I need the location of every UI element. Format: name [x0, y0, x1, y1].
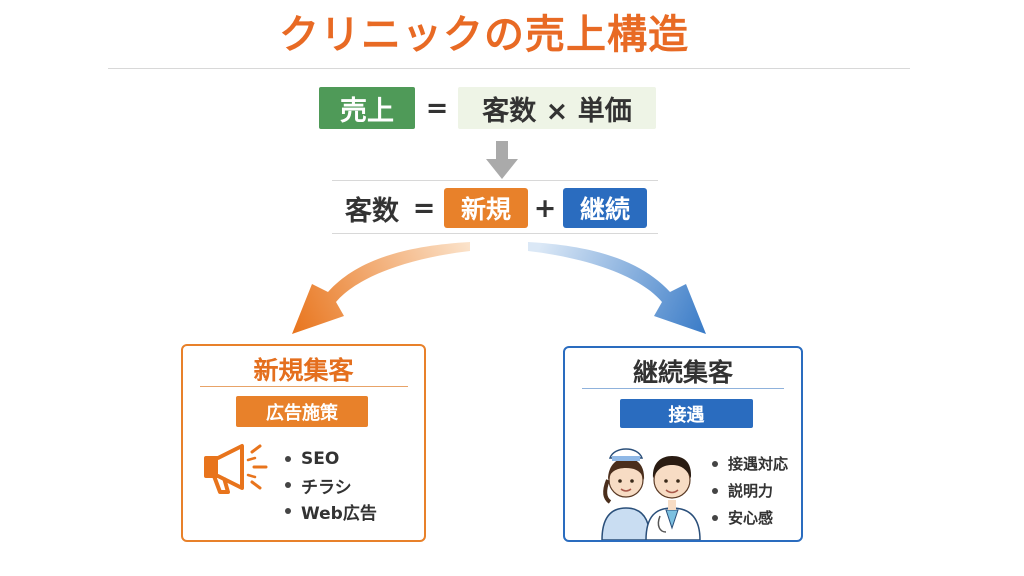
- orange-curved-arrow-icon: [292, 242, 470, 334]
- list-item: Web広告: [285, 498, 377, 524]
- hospitality-list: 接遇対応 説明力 安心感: [712, 450, 788, 531]
- bullet-icon: [712, 514, 718, 521]
- list-item: 接遇対応: [712, 450, 788, 477]
- title-divider: [108, 68, 910, 69]
- customers-times-price-box: 客数 × 単価: [458, 87, 656, 129]
- formula1-equals: =: [425, 92, 449, 124]
- hospitality-label: 接遇: [668, 404, 705, 426]
- formula2-top-rule: [332, 180, 658, 181]
- page-title: クリニックの売上構造: [279, 12, 689, 58]
- formula2-plus: +: [533, 192, 557, 224]
- ad-measures-banner: 広告施策: [236, 396, 368, 427]
- sales-label: 売上: [340, 95, 394, 127]
- hospitality-banner: 接遇: [620, 399, 753, 428]
- formula2-bottom-rule: [332, 233, 658, 234]
- bullet-icon: [285, 482, 291, 488]
- down-arrow-icon: [486, 141, 518, 179]
- bullet-icon: [285, 508, 291, 514]
- formula2-customers: 客数: [345, 195, 399, 227]
- bullet-icon: [285, 456, 291, 462]
- bullet-icon: [712, 460, 718, 467]
- new-box: 新規: [444, 188, 528, 228]
- list-item: チラシ: [285, 472, 377, 498]
- continuous-acquisition-title: 継続集客: [632, 358, 733, 387]
- customers-times-price-label: 客数 × 単価: [482, 95, 632, 127]
- continue-box: 継続: [563, 188, 647, 228]
- new-acquisition-rule: [200, 386, 408, 387]
- sales-box: 売上: [319, 87, 415, 129]
- new-acquisition-title: 新規集客: [253, 356, 354, 385]
- ad-measures-label: 広告施策: [266, 402, 338, 424]
- list-item: SEO: [285, 446, 377, 472]
- new-acquisition-card: [181, 344, 426, 542]
- list-item: 説明力: [712, 477, 788, 504]
- continuous-acquisition-rule: [582, 388, 784, 389]
- megaphone-icon: [204, 444, 268, 494]
- nurse-and-doctor-illustration: [601, 448, 701, 540]
- bullet-icon: [712, 487, 718, 494]
- continue-label: 継続: [579, 195, 630, 224]
- formula2-equals: =: [412, 192, 436, 224]
- list-item: 安心感: [712, 504, 788, 531]
- blue-curved-arrow-icon: [528, 242, 706, 334]
- ad-measures-list: SEO チラシ Web広告: [285, 446, 377, 524]
- new-label: 新規: [460, 195, 511, 224]
